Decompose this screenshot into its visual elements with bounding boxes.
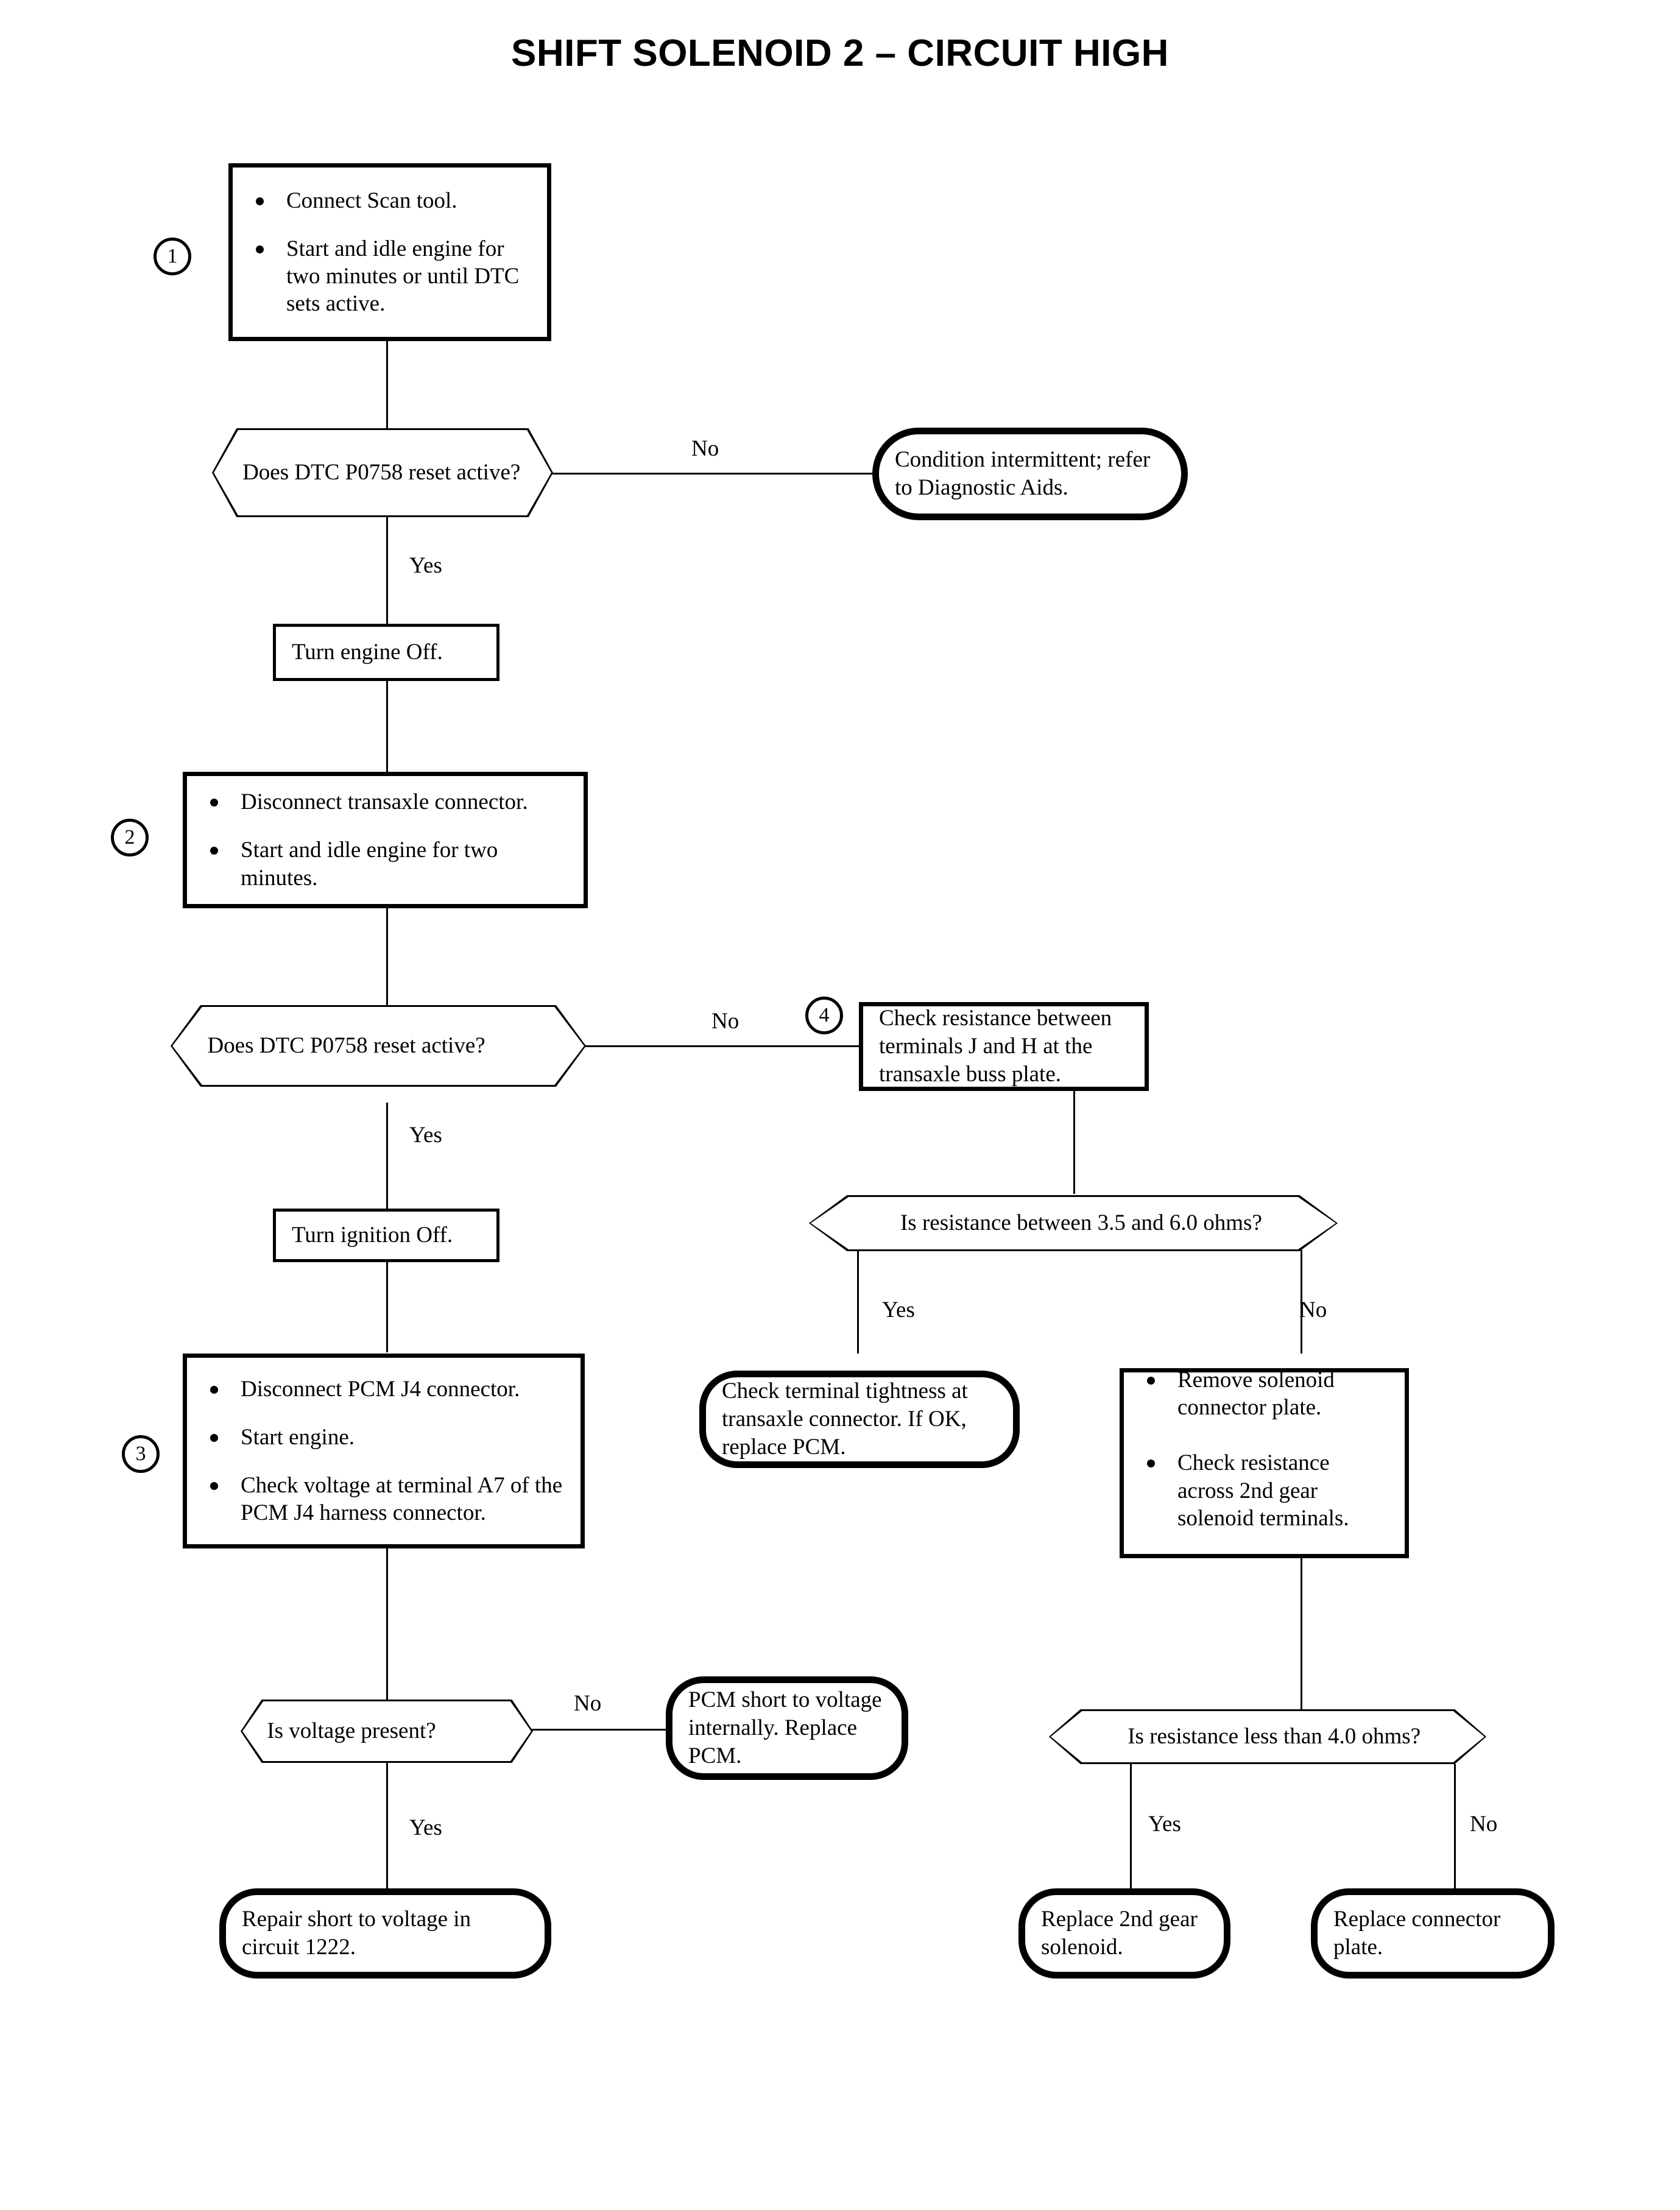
connector-decisionvoltage-no xyxy=(532,1729,666,1731)
hex-inner: Is resistance between 3.5 and 6.0 ohms? xyxy=(811,1197,1336,1249)
edge-label-no-resistance-low: No xyxy=(1470,1812,1498,1837)
edge-label-yes-1: Yes xyxy=(409,553,442,578)
connector-decision1-no xyxy=(551,473,874,475)
step2-bullet-list: Disconnect transaxle connector. Start an… xyxy=(187,788,584,891)
connector-engineoff-to-step2 xyxy=(386,681,388,774)
remove-solenoid-bullet-list: Remove solenoid connector plate. Check r… xyxy=(1124,1366,1405,1560)
terminator-pcm-short: PCM short to voltage internally. Replace… xyxy=(666,1676,908,1780)
turn-engine-off-label: Turn engine Off. xyxy=(292,640,443,665)
list-item: Check voltage at terminal A7 of the PCM … xyxy=(208,1472,567,1527)
edge-label-no-1: No xyxy=(691,436,719,461)
hex-inner: Does DTC P0758 reset active? xyxy=(172,1007,584,1085)
decision-label: Does DTC P0758 reset active? xyxy=(207,1033,485,1059)
step2-action-box: Disconnect transaxle connector. Start an… xyxy=(183,772,588,908)
step3-bullet-list: Disconnect PCM J4 connector. Start engin… xyxy=(187,1375,581,1527)
connector-step4-to-decisionrange xyxy=(1073,1090,1075,1194)
turn-engine-off-box: Turn engine Off. xyxy=(273,624,499,681)
connector-step1-to-decision1 xyxy=(386,341,388,432)
terminator-label: Repair short to voltage in circuit 1222. xyxy=(242,1907,471,1960)
connector-ignitionoff-to-step3 xyxy=(386,1261,388,1352)
terminator-label: PCM short to voltage internally. Replace… xyxy=(688,1687,882,1768)
connector-decisionlow-no xyxy=(1454,1764,1456,1890)
step-badge-4: 4 xyxy=(805,997,843,1034)
connector-decisionrange-no xyxy=(1301,1250,1302,1354)
step1-bullet-list: Connect Scan tool. Start and idle engine… xyxy=(233,187,547,318)
step3-action-box: Disconnect PCM J4 connector. Start engin… xyxy=(183,1354,585,1548)
step1-action-box: Connect Scan tool. Start and idle engine… xyxy=(228,163,551,341)
list-item: Connect Scan tool. xyxy=(253,187,534,214)
connector-removesolenoid-to-decisionlow xyxy=(1301,1558,1302,1710)
list-item: Start and idle engine for two minutes. xyxy=(208,836,570,891)
connector-decisionvoltage-yes xyxy=(386,1754,388,1890)
step-badge-2: 2 xyxy=(111,819,149,856)
turn-ignition-off-box: Turn ignition Off. xyxy=(273,1209,499,1262)
turn-ignition-off-label: Turn ignition Off. xyxy=(292,1223,453,1248)
terminator-condition-intermittent: Condition intermittent; refer to Diagnos… xyxy=(872,428,1188,520)
hex-inner: Is resistance less than 4.0 ohms? xyxy=(1051,1711,1484,1762)
decision-resistance-range: Is resistance between 3.5 and 6.0 ohms? xyxy=(809,1195,1338,1251)
step-badge-1: 1 xyxy=(154,238,191,275)
decision-label: Does DTC P0758 reset active? xyxy=(242,460,521,485)
hex-inner: Is voltage present? xyxy=(242,1701,531,1761)
edge-label-no-2: No xyxy=(711,1009,739,1034)
connector-step3-to-decisionvoltage xyxy=(386,1548,388,1701)
terminator-check-terminal-tightness: Check terminal tightness at transaxle co… xyxy=(699,1371,1020,1468)
decision-voltage-present: Is voltage present? xyxy=(241,1700,533,1763)
terminator-label: Replace 2nd gear solenoid. xyxy=(1041,1907,1198,1960)
connector-decision1-yes xyxy=(386,515,388,624)
hex-inner: Does DTC P0758 reset active? xyxy=(214,430,551,515)
terminator-replace-solenoid: Replace 2nd gear solenoid. xyxy=(1018,1888,1230,1979)
connector-decision2-yes xyxy=(386,1103,388,1209)
list-item: Check resistance across 2nd gear solenoi… xyxy=(1145,1449,1391,1531)
decision-dtc-reset-2: Does DTC P0758 reset active? xyxy=(171,1005,586,1087)
remove-solenoid-action-box: Remove solenoid connector plate. Check r… xyxy=(1120,1368,1409,1558)
decision-dtc-reset-1: Does DTC P0758 reset active? xyxy=(212,428,553,517)
connector-decision2-no xyxy=(584,1045,861,1047)
list-item: Disconnect transaxle connector. xyxy=(208,788,570,816)
terminator-label: Check terminal tightness at transaxle co… xyxy=(722,1379,968,1460)
step-badge-3: 3 xyxy=(122,1435,160,1473)
connector-step2-to-decision2 xyxy=(386,908,388,1023)
terminator-label: Condition intermittent; refer to Diagnos… xyxy=(895,447,1151,500)
list-item: Start and idle engine for two minutes or… xyxy=(253,235,534,317)
edge-label-no-voltage: No xyxy=(574,1691,602,1716)
edge-label-yes-2: Yes xyxy=(409,1123,442,1148)
decision-label: Is resistance less than 4.0 ohms? xyxy=(1128,1724,1421,1749)
connector-decisionrange-yes xyxy=(857,1250,859,1354)
terminator-replace-plate: Replace connector plate. xyxy=(1311,1888,1555,1979)
list-item: Remove solenoid connector plate. xyxy=(1145,1366,1391,1421)
edge-label-no-resistance: No xyxy=(1299,1297,1327,1322)
connector-decisionlow-yes xyxy=(1130,1764,1132,1890)
page-title: SHIFT SOLENOID 2 – CIRCUIT HIGH xyxy=(511,32,1169,74)
decision-label: Is voltage present? xyxy=(267,1718,436,1744)
decision-label: Is resistance between 3.5 and 6.0 ohms? xyxy=(900,1210,1262,1236)
edge-label-yes-voltage: Yes xyxy=(409,1815,442,1840)
decision-resistance-low: Is resistance less than 4.0 ohms? xyxy=(1049,1709,1486,1764)
list-item: Start engine. xyxy=(208,1424,567,1451)
edge-label-yes-resistance-low: Yes xyxy=(1148,1812,1181,1837)
edge-label-yes-resistance: Yes xyxy=(882,1297,915,1322)
list-item: Disconnect PCM J4 connector. xyxy=(208,1375,567,1403)
terminator-label: Replace connector plate. xyxy=(1333,1907,1501,1960)
step4-action-box: Check resistance between terminals J and… xyxy=(859,1002,1149,1091)
step4-label: Check resistance between terminals J and… xyxy=(879,1006,1112,1087)
terminator-repair-short: Repair short to voltage in circuit 1222. xyxy=(219,1888,551,1979)
